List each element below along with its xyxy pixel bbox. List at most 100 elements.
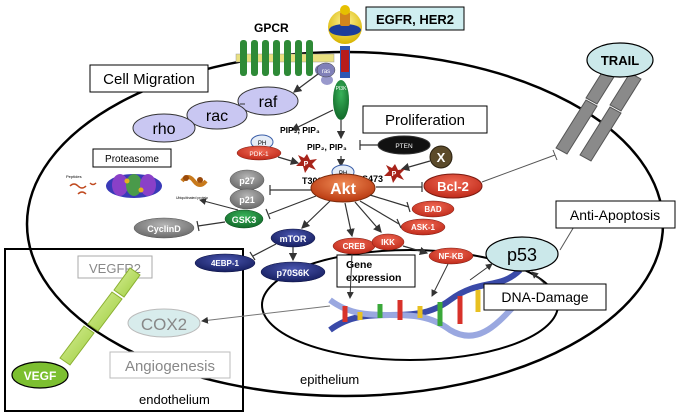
inhibit-akt-gsk3-bar — [265, 208, 271, 220]
p70s6k-node — [260, 261, 326, 283]
arrow-dna-cox2 — [201, 305, 331, 324]
arrow-pi3k-pdk — [290, 109, 334, 131]
4ebp1-label: 4EBP-1 — [211, 259, 240, 268]
pdk1-label: PDK-1 — [249, 151, 269, 158]
p27-label: p27 — [239, 176, 255, 186]
pdk1-node — [236, 145, 282, 161]
s473-label: S473 — [362, 174, 383, 184]
inhibit-akt-bad — [369, 194, 410, 208]
pi3k-label-text: PI3K — [336, 86, 348, 92]
bad-node — [411, 200, 455, 218]
akt-label: Akt — [330, 181, 356, 198]
arrow-dna-damage-p53 — [531, 271, 546, 285]
angiogenesis-box — [109, 351, 231, 379]
angiogenesis-label: Angiogenesis — [125, 358, 215, 375]
pip-label-mid: PIP₂, PIP₃ — [307, 142, 347, 152]
arrow-dna-p53 — [469, 263, 493, 281]
pi3k-label: PI3K — [336, 86, 348, 92]
inhibit-bcl2-trail-bar — [552, 149, 558, 161]
vegfr2-receptor-icon — [59, 267, 141, 366]
gene-label-2: expression — [346, 272, 401, 284]
inhibit-akt-bad-bar — [406, 201, 411, 213]
rac-node — [186, 100, 248, 130]
ras-node — [316, 62, 336, 78]
t308-label: T308 — [302, 176, 323, 186]
inhibit-akt-ask1-bar — [396, 218, 402, 229]
anti-apoptosis-box — [555, 200, 676, 229]
bcl2-node — [423, 173, 483, 199]
dna-helix-icon — [328, 267, 523, 339]
cell-migration-box — [89, 64, 209, 93]
endothelium-label: endothelium — [139, 392, 210, 407]
ubiq-label: Ubiquitinated protein — [176, 196, 208, 200]
pip-label-top: PIP₂, PIP₃ — [280, 125, 320, 135]
p53-label: p53 — [507, 245, 537, 265]
arrow-nfkb-dna — [431, 263, 449, 297]
bcl2-label: Bcl-2 — [437, 179, 469, 194]
gene-label-1: Gene — [346, 259, 372, 271]
anti-apoptosis-label: Anti-Apoptosis — [570, 207, 660, 223]
ikk-label: IKK — [381, 238, 395, 247]
ubiquitinated-protein-icon — [180, 175, 208, 187]
arrow-creb-dna — [346, 253, 354, 299]
p21-node — [229, 188, 265, 210]
gpcr-label: GPCR — [254, 21, 289, 35]
pi3k-node — [333, 80, 349, 120]
epithelium-label: epithelium — [300, 372, 359, 387]
cyclind-node — [133, 217, 195, 239]
phospho-star-s473: P — [384, 164, 405, 183]
proliferation-box — [362, 105, 488, 134]
rho-label: rho — [152, 121, 175, 138]
arrow-akt-ikk — [354, 201, 382, 233]
vegf-node — [11, 361, 69, 389]
trail-node — [586, 42, 654, 78]
proteasome-icon — [106, 174, 162, 198]
inhibit-mtor-4ebp — [252, 243, 277, 257]
inhibit-gsk3-cyclind-bar — [196, 220, 200, 232]
arrow-pdk-p — [277, 156, 300, 165]
egfr-her2-label: EGFR, HER2 — [376, 12, 454, 27]
ikk-node — [371, 233, 405, 251]
gpcr-receptor-icon — [235, 40, 335, 85]
raf-label: raf — [259, 94, 278, 111]
cyclind-label: CyclinD — [147, 224, 181, 234]
nfkb-node — [428, 247, 474, 265]
raf-node — [237, 86, 299, 116]
akt-node — [310, 173, 376, 203]
creb-label: CREB — [343, 242, 366, 251]
cox2-label: COX2 — [141, 315, 187, 334]
ph-label-1: PH — [258, 141, 266, 147]
egfr-receptor-icon — [328, 5, 362, 78]
proteasome-box — [92, 148, 172, 168]
vegf-label: VEGF — [24, 369, 57, 383]
cox2-node — [127, 308, 201, 338]
dna-damage-box — [483, 283, 607, 311]
arrow-akt-creb — [344, 202, 355, 238]
arrow-ikk-nfkb — [402, 245, 429, 256]
proliferation-label: Proliferation — [385, 112, 465, 129]
phospho-star-t308: P — [296, 154, 317, 173]
p53-node — [485, 236, 559, 272]
arrow-ras-raf — [293, 73, 319, 93]
gsk3-node — [224, 209, 264, 229]
mtor-label: mTOR — [280, 234, 307, 244]
endothelium-box — [4, 248, 244, 412]
peptides-icon — [69, 182, 97, 195]
inhibit-bcl2-trail — [481, 154, 556, 183]
trail-label: TRAIL — [601, 53, 639, 68]
egfr-her2-box — [365, 6, 465, 31]
gsk3-label: GSK3 — [232, 215, 257, 225]
inhibit-akt-gsk3 — [268, 195, 317, 215]
inhibit-mtor-4ebp-bar — [249, 251, 256, 261]
inhibit-gsk3-cyclind — [197, 221, 226, 227]
phospho-p-label-1: P — [304, 161, 309, 168]
p21-label: p21 — [239, 195, 255, 205]
ask1-label: ASK-1 — [411, 223, 436, 232]
arrow-akt-mtor — [301, 200, 331, 229]
ras-label: ras — [322, 69, 330, 75]
gene-expression-box — [336, 254, 416, 288]
p70s6k-label: p70S6K — [276, 268, 310, 278]
dna-damage-label: DNA-Damage — [501, 289, 588, 305]
rho-node — [132, 113, 196, 143]
